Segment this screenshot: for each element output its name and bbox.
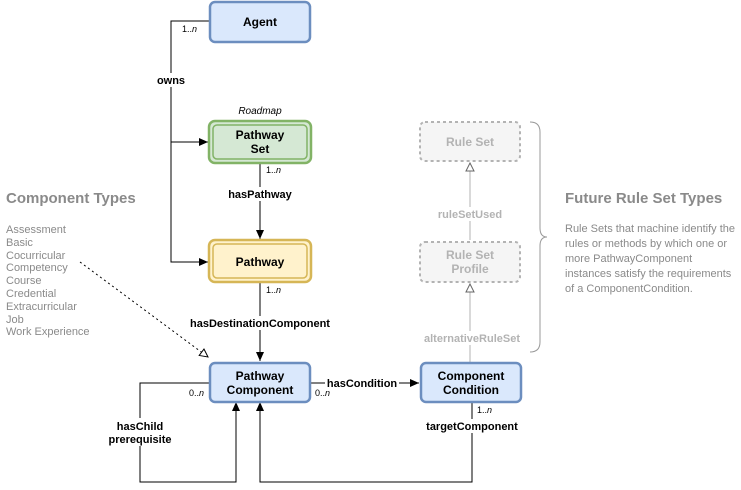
future-rule-set-types-title: Future Rule Set Types: [565, 190, 723, 207]
node-rule-set-profile-label-2: Profile: [451, 262, 489, 276]
node-pathway[interactable]: Pathway: [207, 238, 313, 284]
mult-has-child: 0..n: [189, 388, 204, 398]
component-type-item: Basic: [6, 236, 33, 249]
node-pathway-label: Pathway: [236, 255, 285, 269]
node-rule-set-label: Rule Set: [446, 135, 494, 149]
node-component-condition-label-1: Component: [438, 369, 505, 383]
component-types-title: Component Types: [6, 190, 136, 207]
edge-label-alternative-rule-set: alternativeRuleSet: [424, 333, 520, 345]
node-pathway-component-label-2: Component: [227, 383, 294, 397]
edge-label-rule-set-used: ruleSetUsed: [438, 209, 502, 221]
mult-target-component: 1..n: [477, 405, 492, 415]
mult-has-pathway: 1..n: [266, 165, 281, 175]
edge-target-component: [256, 402, 473, 483]
component-type-item: Credential: [6, 287, 57, 300]
node-rule-set-profile-label-1: Rule Set: [446, 248, 494, 262]
edge-label-has-condition: hasCondition: [327, 378, 398, 390]
node-pathway-component-label-1: Pathway: [236, 369, 285, 383]
node-rule-set-profile[interactable]: Rule Set Profile: [419, 241, 521, 283]
future-rule-set-types-description: Rule Sets that machine identify the rule…: [565, 223, 735, 295]
component-type-item: Cocurricular: [6, 249, 66, 262]
brace-rule-sets: [529, 121, 548, 353]
node-agent-label: Agent: [243, 15, 277, 29]
roadmap-caption: Roadmap: [238, 106, 282, 117]
edge-component-types: [79, 261, 208, 357]
node-pathway-set-label-1: Pathway: [236, 128, 285, 142]
component-type-item: Work Experience: [6, 326, 90, 339]
component-type-item: Competency: [6, 262, 68, 275]
edge-has-child: [139, 382, 240, 483]
edge-owns-pathway: [170, 142, 208, 266]
edge-label-has-destination-component: hasDestinationComponent: [190, 318, 330, 330]
component-type-item: Assessment: [6, 224, 66, 236]
mult-agent-owns: 1..n: [182, 24, 197, 34]
node-rule-set[interactable]: Rule Set: [419, 121, 521, 162]
node-component-condition[interactable]: Component Condition: [419, 361, 523, 404]
node-pathway-component[interactable]: Pathway Component: [208, 361, 312, 404]
component-type-item: Extracurricular: [6, 300, 77, 313]
edge-label-has-child: hasChild: [117, 421, 163, 433]
component-type-item: Job: [6, 313, 24, 326]
node-pathway-set[interactable]: Pathway Set: [207, 119, 313, 165]
edge-label-target-component: targetComponent: [426, 421, 518, 433]
edge-label-owns: owns: [157, 75, 185, 87]
mult-has-condition: 0..n: [315, 388, 330, 398]
component-type-item: Course: [6, 275, 42, 288]
edge-label-prerequisite: prerequisite: [109, 434, 172, 446]
mult-has-destination: 1..n: [266, 285, 281, 295]
node-agent[interactable]: Agent: [208, 0, 312, 44]
edge-label-has-pathway: hasPathway: [228, 189, 292, 201]
node-pathway-set-label-2: Set: [251, 142, 270, 156]
node-component-condition-label-2: Condition: [443, 383, 499, 397]
